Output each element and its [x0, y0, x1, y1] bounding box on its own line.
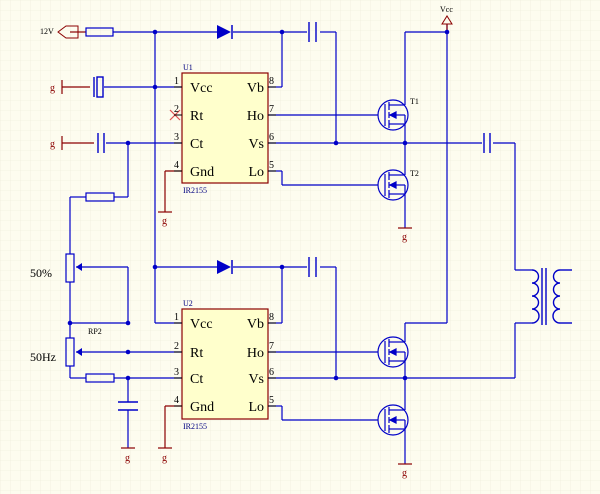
label-duty: 50%	[30, 266, 52, 280]
potentiometer-duty	[65, 253, 75, 283]
u1-pin4-name: Gnd	[190, 165, 214, 180]
mosfet-t3	[377, 336, 409, 368]
gnd-label-2: g	[50, 139, 55, 150]
gnd-label-1: g	[50, 83, 55, 94]
power-port-vcc	[441, 15, 453, 25]
u2-pin8-name: Vb	[247, 317, 264, 332]
u2-pin7-num: 7	[269, 341, 274, 352]
label-freq: 50Hz	[30, 350, 56, 364]
diode-d2	[217, 260, 231, 274]
resistor-r-mid	[85, 192, 115, 202]
u1-pin3-num: 3	[174, 132, 179, 143]
u2-pin6-num: 6	[269, 367, 274, 378]
u2-pin5-num: 5	[269, 395, 274, 406]
u1-pin8-name: Vb	[247, 81, 264, 96]
u2-pin6-name: Vs	[248, 372, 264, 387]
u2-pin4-name: Gnd	[190, 400, 214, 415]
ic-u2: U2 IR2155 1 2 3 4 Vcc Rt Ct Gnd 8 7 6 5 …	[174, 299, 276, 431]
u1-pin6-num: 6	[269, 132, 274, 143]
u1-pin7-num: 7	[269, 104, 274, 115]
u1-pin1-num: 1	[174, 76, 179, 87]
label-rp2: RP2	[88, 327, 102, 336]
label-t1: T1	[410, 97, 419, 106]
u2-pin3-num: 3	[174, 367, 179, 378]
mosfet-t2	[377, 169, 409, 201]
pot-wiper-arrow-duty	[76, 263, 82, 271]
u1-pin5-name: Lo	[248, 165, 264, 180]
power-port-12v	[57, 25, 79, 39]
u2-pin4-num: 4	[174, 395, 179, 406]
resistor-r-bottom	[85, 373, 115, 383]
label-12v: 12V	[40, 27, 54, 36]
u2-pin8-num: 8	[269, 312, 274, 323]
u2-pin1-num: 1	[174, 312, 179, 323]
gnd-label-7: g	[402, 468, 407, 479]
u1-pin2-num: 2	[174, 104, 179, 115]
u1-pin2-name: Rt	[190, 109, 203, 124]
u1-pin1-name: Vcc	[190, 81, 213, 96]
potentiometer-freq	[65, 337, 75, 367]
u1-pin8-num: 8	[269, 76, 274, 87]
label-t2: T2	[410, 169, 419, 178]
pot-wiper-arrow-freq	[76, 348, 82, 356]
u2-pin5-name: Lo	[248, 400, 264, 415]
mosfet-t1	[377, 99, 409, 131]
gnd-label-5: g	[125, 453, 130, 464]
u2-pin2-num: 2	[174, 341, 179, 352]
u1-pin3-name: Ct	[190, 137, 203, 152]
resistor-r-top	[85, 27, 114, 37]
transformer	[531, 268, 572, 325]
ic-u2-part: IR2155	[183, 422, 207, 431]
ground-labels: g g g g g g g	[50, 83, 407, 479]
label-vcc: Vcc	[440, 5, 453, 14]
gnd-label-3: g	[162, 216, 167, 227]
ic-u1-part: IR2155	[183, 186, 207, 195]
u1-pin6-name: Vs	[248, 137, 264, 152]
u1-pin4-num: 4	[174, 160, 179, 171]
capacitor-c1	[96, 76, 104, 98]
u2-pin1-name: Vcc	[190, 317, 213, 332]
ic-u1-ref: U1	[183, 63, 193, 72]
u1-pin7-name: Ho	[247, 109, 264, 124]
u2-pin7-name: Ho	[247, 346, 264, 361]
diode-d1	[217, 25, 231, 39]
gnd-label-6: g	[162, 453, 167, 464]
u2-pin3-name: Ct	[190, 372, 203, 387]
junctions	[67, 29, 450, 381]
ic-u2-ref: U2	[183, 299, 193, 308]
ic-u1: U1 IR2155 1 2 3 4 Vcc Rt Ct Gnd 8 7 6 5 …	[174, 63, 276, 195]
mosfet-t4	[377, 404, 409, 436]
u2-pin2-name: Rt	[190, 346, 203, 361]
u1-pin5-num: 5	[269, 160, 274, 171]
gnd-label-4: g	[402, 232, 407, 243]
